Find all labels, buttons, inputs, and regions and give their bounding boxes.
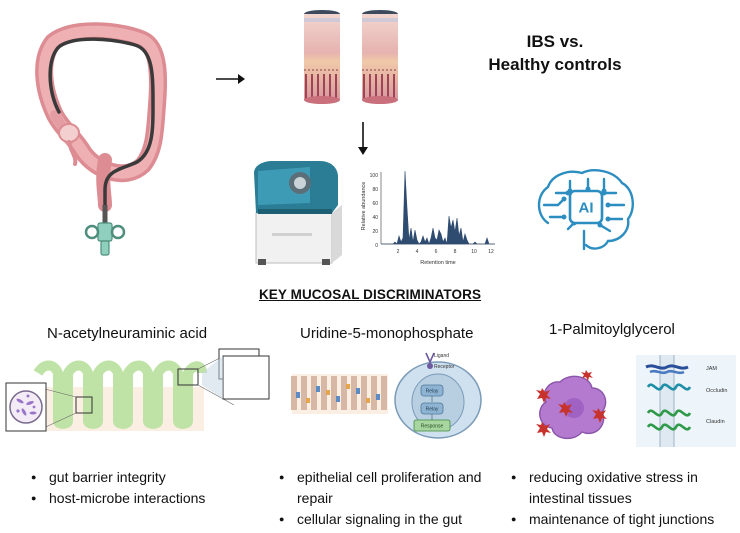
signaling-illustration: Ligand Receptor Relay Relay Response	[291, 352, 482, 439]
signaling-cell: Ligand Receptor Relay Relay Response	[394, 352, 482, 439]
mass-spectrometer-illustration	[254, 161, 342, 265]
tight-junction-illustration: JAM Occludin Claudin	[636, 355, 736, 447]
villi-epithelium	[33, 360, 207, 429]
chromatogram-x-ticks: 2 4 6 8 10 12	[397, 249, 494, 255]
oxidative-stress-illustration	[536, 370, 607, 439]
function-item: maintenance of tight junctions	[507, 509, 737, 530]
chromatogram-y-ticks: 0 20 40 60 80 100	[370, 173, 379, 249]
metabolite-name-1: N-acetylneuraminic acid	[47, 325, 208, 342]
function-item: epithelial cell proliferation and repair	[275, 467, 495, 509]
function-item: reducing oxidative stress in intestinal …	[507, 467, 737, 509]
tissue-cylinder-right	[362, 10, 398, 104]
y-tick: 60	[372, 201, 378, 207]
tissue-cylinder-left	[304, 10, 340, 104]
metabolite-2-functions: epithelial cell proliferation and repair…	[275, 467, 495, 530]
chromatogram-peaks	[381, 170, 495, 245]
x-tick: 8	[454, 249, 457, 255]
metabolite-3-functions: reducing oxidative stress in intestinal …	[507, 467, 737, 530]
y-tick: 40	[372, 215, 378, 221]
y-tick: 0	[375, 243, 378, 249]
x-tick: 2	[397, 249, 400, 255]
y-tick: 20	[372, 229, 378, 235]
endoscope-handle	[84, 222, 126, 256]
endoscope-tube	[48, 37, 155, 217]
title-line-2: Healthy controls	[488, 55, 622, 74]
ligand-label: Ligand	[434, 353, 449, 359]
receptor-label: Receptor	[434, 364, 455, 370]
relay-label-1: Relay	[426, 389, 439, 395]
colon-endoscope-illustration	[35, 22, 168, 256]
ros-burst-icons	[536, 370, 607, 437]
function-item: host-microbe interactions	[27, 488, 267, 509]
x-tick: 6	[435, 249, 438, 255]
villi-illustration	[5, 348, 270, 432]
metabolite-name-3: 1-Palmitoylglycerol	[549, 321, 675, 338]
arrow-right-icon	[216, 74, 245, 84]
occludin-protein	[646, 383, 692, 391]
metabolite-1-functions: gut barrier integrity host-microbe inter…	[27, 467, 267, 509]
ai-brain-icon: AI	[537, 169, 634, 251]
chromatogram-plot: Relative abundance 0 20 40 60 80 100 2 4…	[361, 170, 495, 266]
claudin-protein	[646, 409, 692, 431]
y-tick: 80	[372, 187, 378, 193]
comparison-title: IBS vs. Healthy controls	[470, 30, 640, 76]
claudin-label: Claudin	[706, 419, 725, 425]
x-tick: 12	[488, 249, 494, 255]
ai-chip-label: AI	[579, 200, 594, 217]
occludin-label: Occludin	[706, 388, 727, 394]
response-label: Response	[421, 424, 444, 430]
x-tick: 10	[471, 249, 477, 255]
y-tick: 100	[370, 173, 379, 179]
jam-label: JAM	[706, 366, 717, 372]
tissue-biopsy-illustration	[304, 10, 398, 104]
x-tick: 4	[416, 249, 419, 255]
chromatogram-ylabel: Relative abundance	[361, 182, 367, 231]
arrow-down-icon	[358, 122, 368, 155]
metabolite-name-2: Uridine-5-monophosphate	[300, 325, 474, 342]
cecum-appendix	[58, 123, 80, 143]
title-line-1: IBS vs.	[526, 32, 584, 51]
relay-label-2: Relay	[426, 407, 439, 413]
jam-protein	[645, 364, 689, 375]
function-item: cellular signaling in the gut	[275, 509, 495, 530]
function-item: gut barrier integrity	[27, 467, 267, 488]
chromatogram-xlabel: Retention time	[420, 260, 455, 266]
section-heading: KEY MUCOSAL DISCRIMINATORS	[258, 287, 482, 302]
